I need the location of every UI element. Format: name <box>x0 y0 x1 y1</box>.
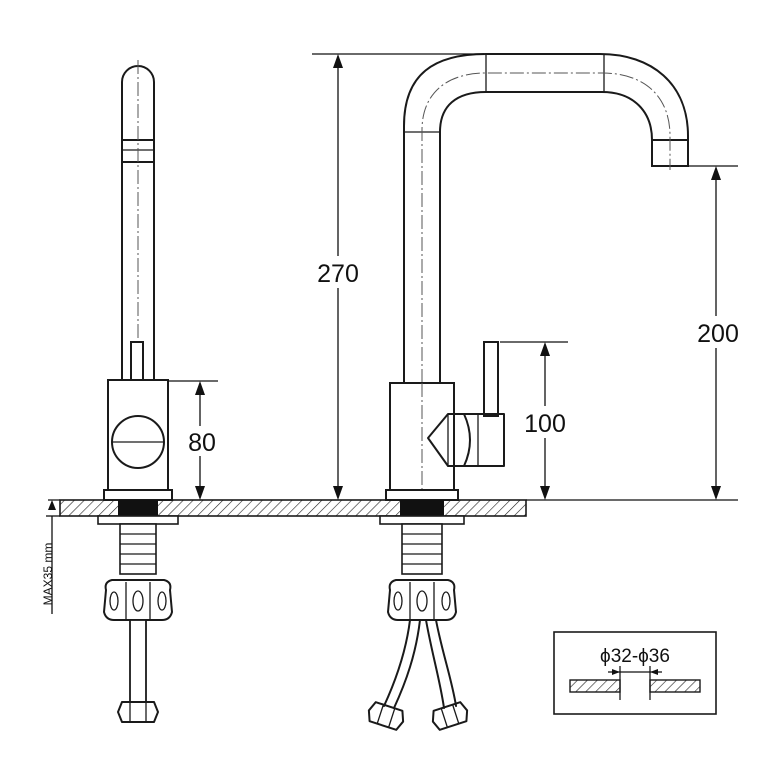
dimension-body-height: 80 <box>168 380 220 500</box>
dimension-spout-height: 200 <box>526 165 744 501</box>
dimension-label-80: 80 <box>188 429 216 457</box>
dimension-label-max35: MAX35 mm <box>41 543 55 606</box>
dimension-label-200: 200 <box>697 320 739 348</box>
hole-diameter-label: ϕ32-ϕ36 <box>600 646 670 667</box>
dimension-total-height: 270 <box>312 53 484 500</box>
hole-diameter-inset: ϕ32-ϕ36 <box>553 631 717 715</box>
dimension-label-270: 270 <box>317 260 359 288</box>
faucet-front-view <box>367 53 689 731</box>
faucet-side-view <box>97 60 179 723</box>
dimension-handle-height: 100 <box>500 341 572 500</box>
dimension-max-thickness: MAX35 mm <box>41 500 60 614</box>
dimension-label-100: 100 <box>524 410 566 438</box>
